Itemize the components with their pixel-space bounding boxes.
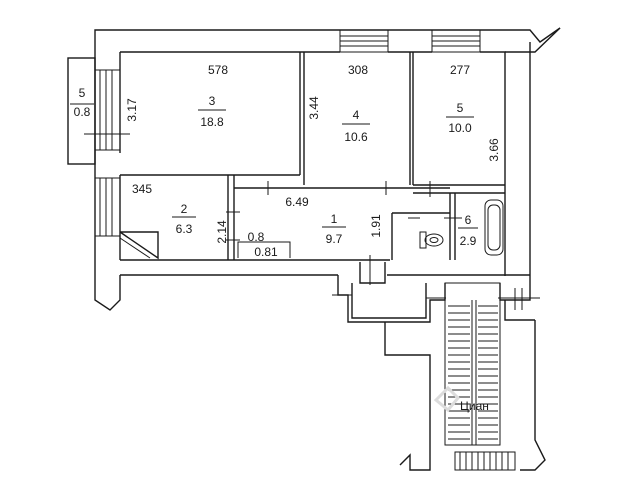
dim-308: 308 (348, 63, 368, 77)
room-area: 0.8 (74, 105, 91, 119)
room-number: 6 (465, 213, 472, 227)
room-area: 10.0 (448, 121, 472, 135)
room-label-4: 4 10.6 (342, 108, 370, 144)
interior-walls (119, 52, 505, 260)
room-number: 2 (181, 202, 188, 216)
dim-081: 0.81 (254, 245, 278, 259)
door-ticks (84, 133, 462, 241)
watermark-logo-icon (433, 385, 461, 413)
stair-hall (332, 255, 546, 471)
room-number: 4 (353, 108, 360, 122)
dimension-labels: 578 308 277 345 6.49 0.8 0.81 3.17 3.44 … (125, 63, 501, 259)
dim-08: 0.8 (248, 230, 265, 244)
room-number: 3 (209, 94, 216, 108)
room-area: 2.9 (460, 234, 477, 248)
dim-214: 2.14 (215, 220, 229, 244)
outer-walls (94, 27, 561, 311)
room-label-2: 2 6.3 (172, 202, 196, 236)
room-label-5: 5 10.0 (446, 101, 474, 135)
room-number: 5 (79, 86, 86, 100)
room-area: 9.7 (326, 232, 343, 246)
toilet-icon (419, 231, 444, 249)
dim-345: 345 (132, 182, 152, 196)
room-label-6: 6 2.9 (458, 213, 478, 248)
dim-191: 1.91 (369, 214, 383, 238)
dim-277: 277 (450, 63, 470, 77)
room-area: 6.3 (176, 222, 193, 236)
dim-344: 3.44 (307, 96, 321, 120)
bathtub-icon (484, 199, 504, 256)
room-label-1: 1 9.7 (322, 212, 346, 246)
stair-steps (448, 305, 509, 470)
dim-317: 3.17 (125, 98, 139, 122)
room-area: 18.8 (200, 115, 224, 129)
dim-366: 3.66 (487, 138, 501, 162)
watermark-text: Циан (460, 399, 489, 413)
room-label-balcony: 5 0.8 (74, 86, 91, 119)
room-number: 1 (331, 212, 338, 226)
dim-578: 578 (208, 63, 228, 77)
room-number: 5 (457, 101, 464, 115)
dim-649: 6.49 (285, 195, 309, 209)
room-label-3: 3 18.8 (198, 94, 226, 129)
room-area: 10.6 (344, 130, 368, 144)
